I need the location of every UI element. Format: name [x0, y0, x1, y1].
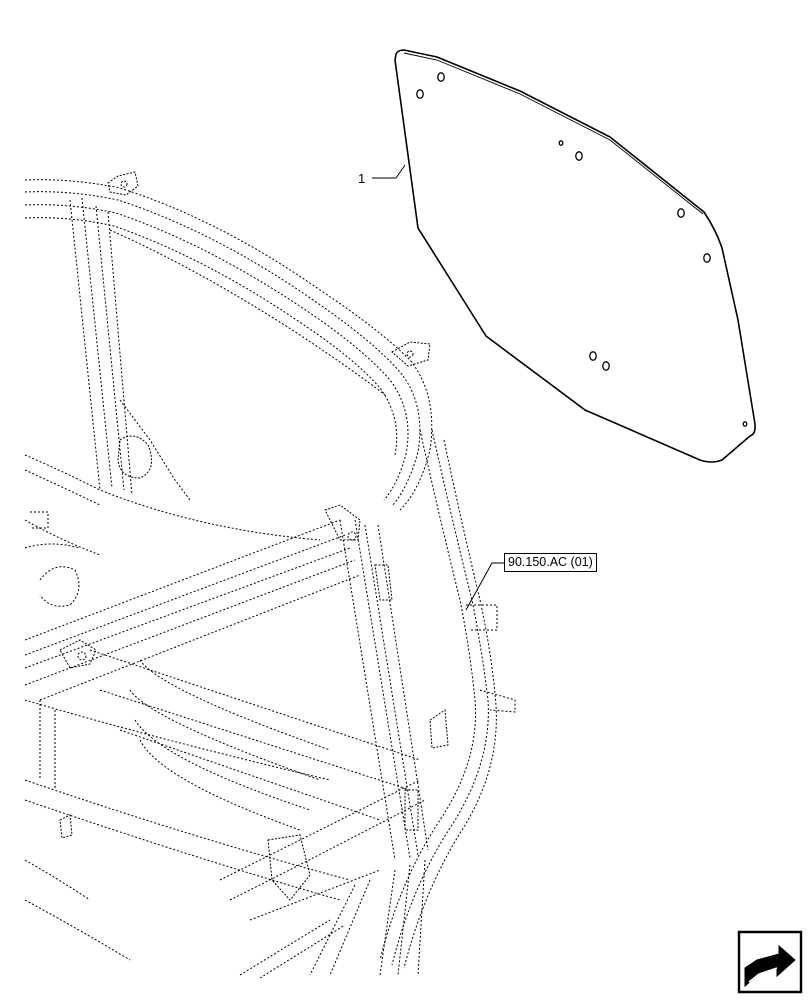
glass-mounting-holes — [416, 72, 748, 427]
frame-mount-brackets — [59, 171, 449, 901]
leader-line-1 — [372, 164, 406, 179]
arrow-navigation-icon[interactable] — [737, 930, 803, 994]
leader-line-ref — [465, 562, 504, 611]
callout-reference-90-150-ac[interactable]: 90.150.AC (01) — [504, 553, 597, 572]
cab-frame — [24, 179, 516, 979]
glass-panel[interactable] — [394, 49, 756, 463]
callout-part-1[interactable]: 1 — [358, 171, 366, 186]
